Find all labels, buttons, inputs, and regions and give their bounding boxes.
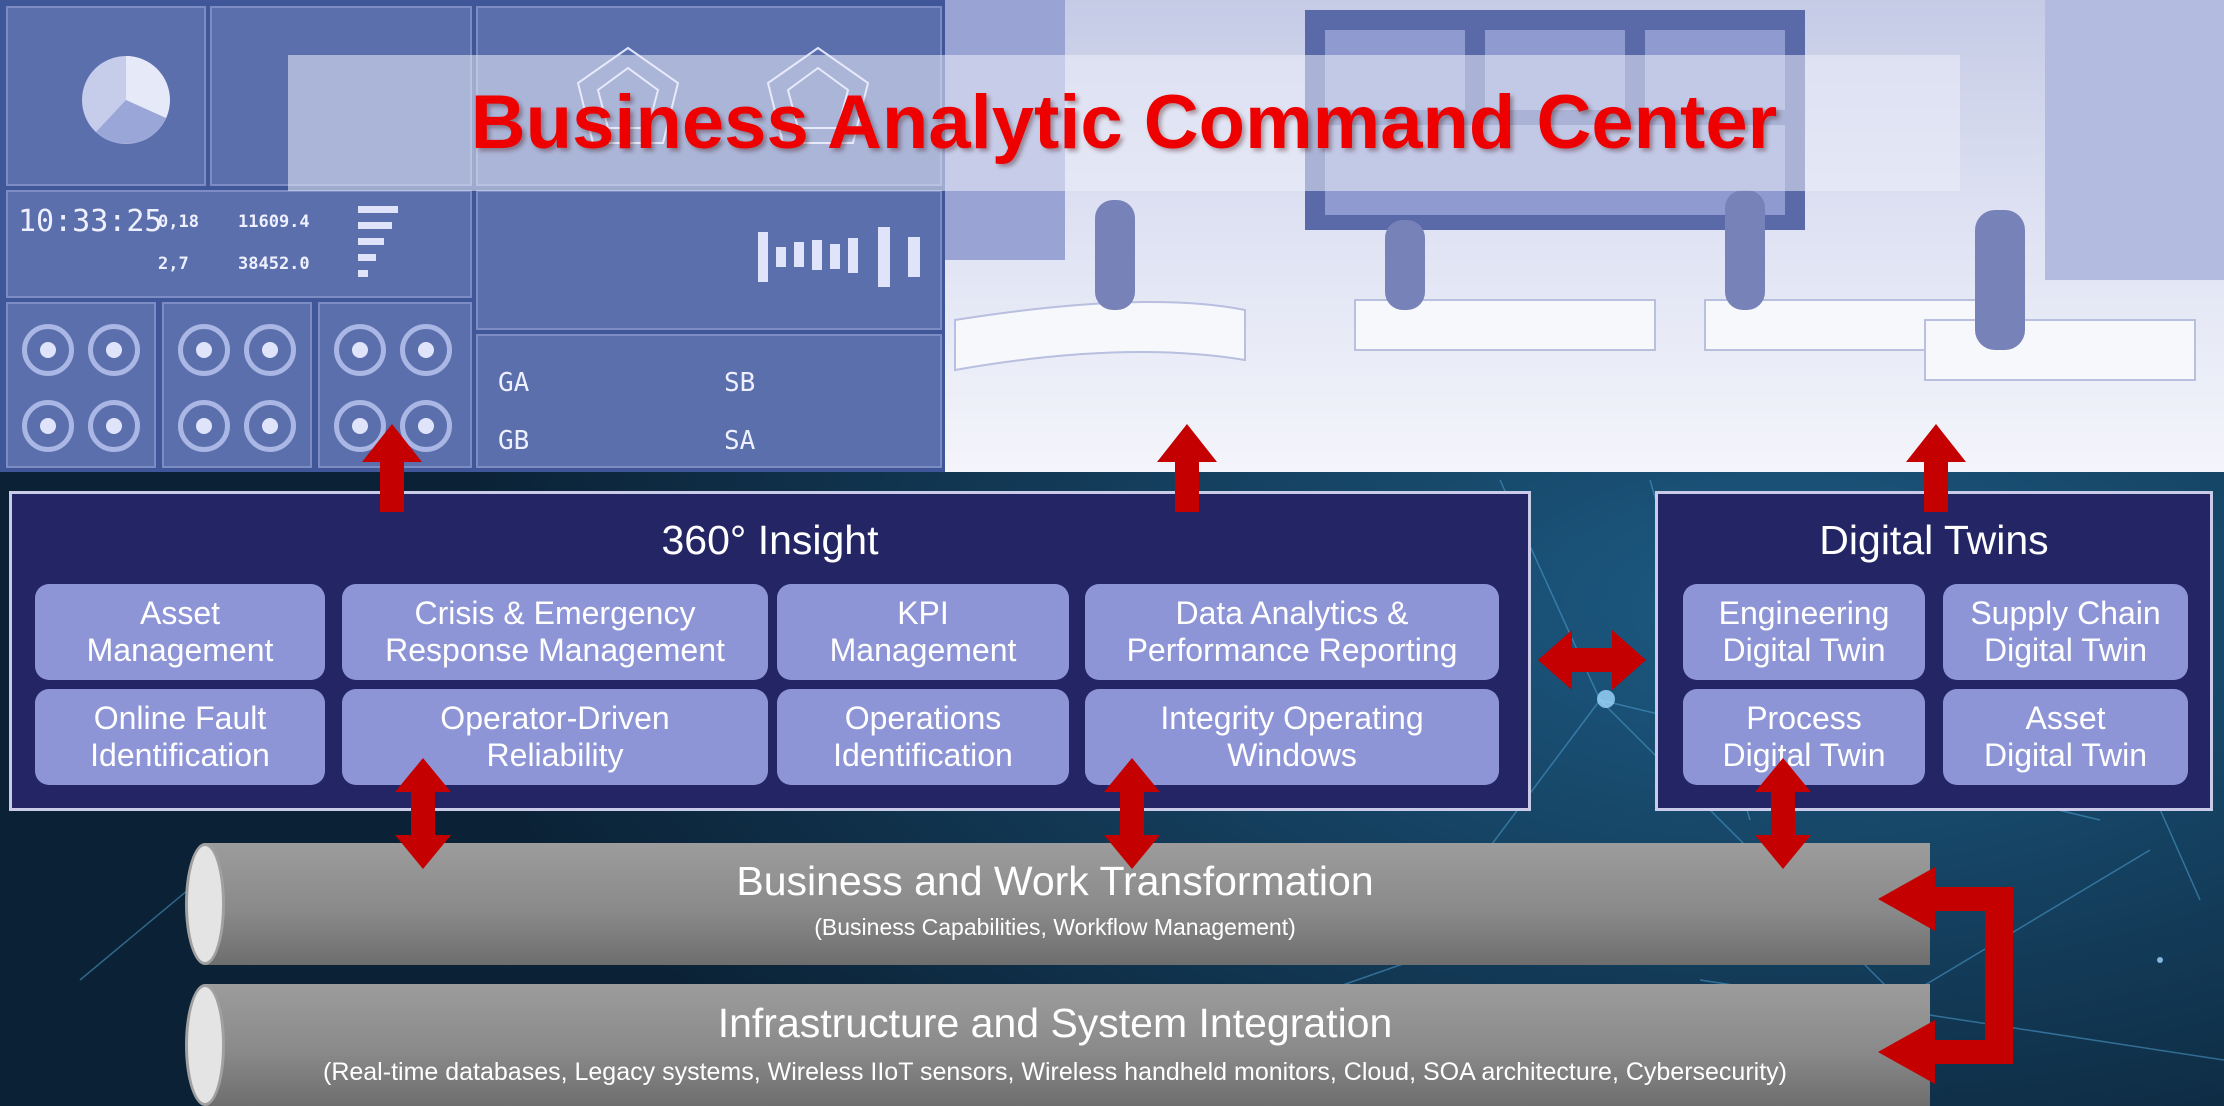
box-line: KPI bbox=[897, 595, 949, 631]
gauge-graphic bbox=[400, 400, 452, 452]
box-line: Identification bbox=[90, 737, 270, 773]
box-line: Operations bbox=[844, 700, 1002, 736]
pie-panel bbox=[6, 6, 206, 186]
gauge-panel-2 bbox=[162, 302, 312, 468]
box-line: Response Management bbox=[385, 632, 725, 668]
gauge-graphic bbox=[22, 400, 74, 452]
box-line: Asset bbox=[2025, 700, 2106, 736]
gauge-graphic bbox=[88, 324, 140, 376]
gauge-graphic bbox=[334, 400, 386, 452]
quality-panel: GA SB GB SA bbox=[476, 334, 942, 468]
grade-label: GA bbox=[498, 368, 530, 398]
box-line: Online Fault bbox=[93, 700, 267, 736]
title-band bbox=[288, 55, 1960, 191]
box-line: Data Analytics & bbox=[1175, 595, 1409, 631]
bar-list-graphic bbox=[358, 206, 398, 277]
cylinder-cap bbox=[185, 843, 225, 965]
cylinder-cap bbox=[185, 984, 225, 1106]
box-line: Management bbox=[829, 632, 1017, 668]
business-layer-cylinder bbox=[205, 843, 1930, 965]
box-line: Management bbox=[86, 632, 274, 668]
gauge-graphic bbox=[244, 400, 296, 452]
infrastructure-layer-title: Infrastructure and System Integration bbox=[717, 1000, 1393, 1046]
grade-label: SB bbox=[724, 368, 756, 398]
box-line: Process bbox=[1746, 700, 1862, 736]
box-line: Performance Reporting bbox=[1126, 632, 1458, 668]
gauge-graphic bbox=[88, 400, 140, 452]
box-line: Identification bbox=[833, 737, 1013, 773]
box-line: Engineering bbox=[1718, 595, 1890, 631]
box-line: Digital Twin bbox=[1722, 737, 1886, 773]
grade-label: GB bbox=[498, 426, 530, 456]
box-line: Asset bbox=[139, 595, 221, 631]
gauge-panel-1 bbox=[6, 302, 156, 468]
box-data-analytics: Data Analytics &Performance Reporting bbox=[1085, 584, 1499, 680]
gauge-panel-3 bbox=[318, 302, 472, 468]
waterfall-panel bbox=[476, 190, 942, 330]
box-line: Digital Twin bbox=[1722, 632, 1886, 668]
box-line: Digital Twin bbox=[1983, 632, 2148, 668]
gauge-graphic bbox=[178, 400, 230, 452]
readout-3: 2,7 bbox=[158, 254, 189, 274]
readout-4: 38452.0 bbox=[238, 254, 310, 274]
page-title: Business Analytic Command Center bbox=[470, 80, 1778, 165]
waterfall-chart-graphic bbox=[758, 227, 920, 287]
box-line: Supply Chain bbox=[1970, 595, 2161, 631]
business-layer-title: Business and Work Transformation bbox=[736, 858, 1374, 904]
box-line: Integrity Operating bbox=[1160, 700, 1424, 736]
gauge-graphic bbox=[244, 324, 296, 376]
box-line: Windows bbox=[1227, 737, 1357, 773]
readout-2: 11609.4 bbox=[238, 212, 310, 232]
digital-twins-title: Digital Twins bbox=[1819, 517, 2049, 563]
clock-panel: 10:33:25 0,18 11609.4 2,7 38452.0 bbox=[6, 190, 472, 298]
infrastructure-layer-subtitle: (Real-time databases, Legacy systems, Wi… bbox=[323, 1058, 1787, 1086]
gauge-graphic bbox=[178, 324, 230, 376]
box-line: Operator-Driven bbox=[440, 700, 670, 736]
gauge-graphic bbox=[334, 324, 386, 376]
box-line: Crisis & Emergency bbox=[414, 595, 696, 631]
gauge-graphic bbox=[400, 324, 452, 376]
grade-label: SA bbox=[724, 426, 756, 456]
pie-chart-graphic bbox=[82, 56, 170, 144]
business-layer-subtitle: (Business Capabilities, Workflow Managem… bbox=[814, 914, 1296, 940]
readout-1: 0,18 bbox=[158, 212, 199, 232]
clock-time: 10:33:25 bbox=[18, 204, 163, 239]
box-line: Digital Twin bbox=[1983, 737, 2148, 773]
gauge-graphic bbox=[22, 324, 74, 376]
box-line: Reliability bbox=[486, 737, 624, 773]
infrastructure-layer-cylinder bbox=[205, 984, 1930, 1106]
insight-panel-title: 360° Insight bbox=[661, 517, 879, 563]
